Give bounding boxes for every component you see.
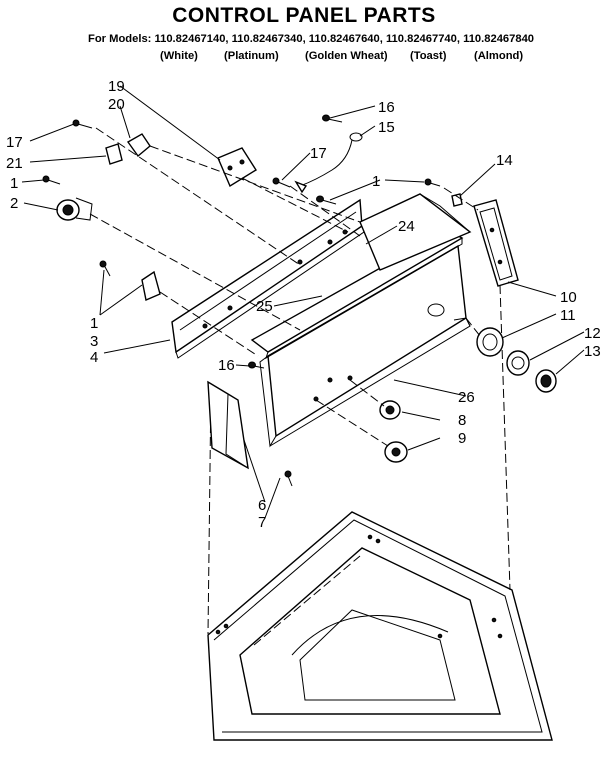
screws xyxy=(42,114,463,487)
callout-numbers: 19 20 16 15 17 17 21 1 2 1 14 24 25 10 1… xyxy=(6,78,601,531)
ground-wire xyxy=(294,132,363,194)
model-numbers: For Models: 110.82467140, 110.82467340, … xyxy=(88,33,535,45)
control-knobs xyxy=(379,400,408,463)
washer-top xyxy=(207,511,553,741)
assembly-line-10 xyxy=(315,399,389,447)
callout-1-top: 1 xyxy=(372,173,380,190)
console-top-panel xyxy=(359,193,472,271)
color-platinum: (Platinum) xyxy=(224,50,279,62)
callout-13: 13 xyxy=(584,343,601,360)
callout-2: 2 xyxy=(10,195,18,212)
assembly-line-1 xyxy=(95,127,301,266)
timer-dial-parts xyxy=(476,327,557,393)
assembly-line-7 xyxy=(443,187,479,211)
model-colors: (White) (Platinum) (Golden Wheat) (Toast… xyxy=(0,50,608,66)
end-bracket-right xyxy=(473,199,519,287)
callout-8: 8 xyxy=(458,412,466,429)
color-golden-wheat: (Golden Wheat) xyxy=(305,50,388,62)
callout-25: 25 xyxy=(256,298,273,315)
switch-bracket xyxy=(141,270,161,301)
callout-15: 15 xyxy=(378,119,395,136)
callout-4: 4 xyxy=(90,349,98,366)
assembly-line-2 xyxy=(89,213,301,331)
callout-26: 26 xyxy=(458,389,475,406)
selector-switch xyxy=(56,197,93,221)
leader-lines xyxy=(21,85,585,519)
callout-17: 17 xyxy=(310,145,327,162)
callout-6: 6 xyxy=(258,497,266,514)
assembly-line-9 xyxy=(349,379,385,407)
callout-16: 16 xyxy=(378,99,395,116)
callout-16-lower: 16 xyxy=(218,357,235,374)
alignment-line-right xyxy=(499,284,511,591)
callout-10: 10 xyxy=(560,289,577,306)
callout-17-left: 17 xyxy=(6,134,23,151)
assembly-line-6 xyxy=(289,185,361,237)
callout-20: 20 xyxy=(108,96,125,113)
callout-21: 21 xyxy=(6,155,23,172)
callout-19: 19 xyxy=(108,78,125,95)
callout-14: 14 xyxy=(496,152,513,169)
callout-7: 7 xyxy=(258,514,266,531)
end-cap xyxy=(207,380,249,470)
color-white: (White) xyxy=(160,50,198,62)
color-almond: (Almond) xyxy=(474,50,524,62)
callout-11: 11 xyxy=(560,307,576,324)
assembly-line-4 xyxy=(241,177,349,233)
assembly-line-8 xyxy=(465,317,481,337)
callout-1-left: 1 xyxy=(10,175,18,192)
diagram-title: CONTROL PANEL PARTS xyxy=(172,4,436,27)
timer-bracket xyxy=(217,147,257,188)
callout-3: 3 xyxy=(90,333,98,350)
callout-24: 24 xyxy=(398,218,415,235)
callout-12: 12 xyxy=(584,325,601,342)
callout-9: 9 xyxy=(458,430,466,447)
assembly-line-3 xyxy=(149,145,361,223)
assembly-line-5 xyxy=(159,291,259,357)
callout-1-bracket: 1 xyxy=(90,315,98,332)
color-toast: (Toast) xyxy=(410,50,447,62)
signal-light xyxy=(105,133,151,165)
